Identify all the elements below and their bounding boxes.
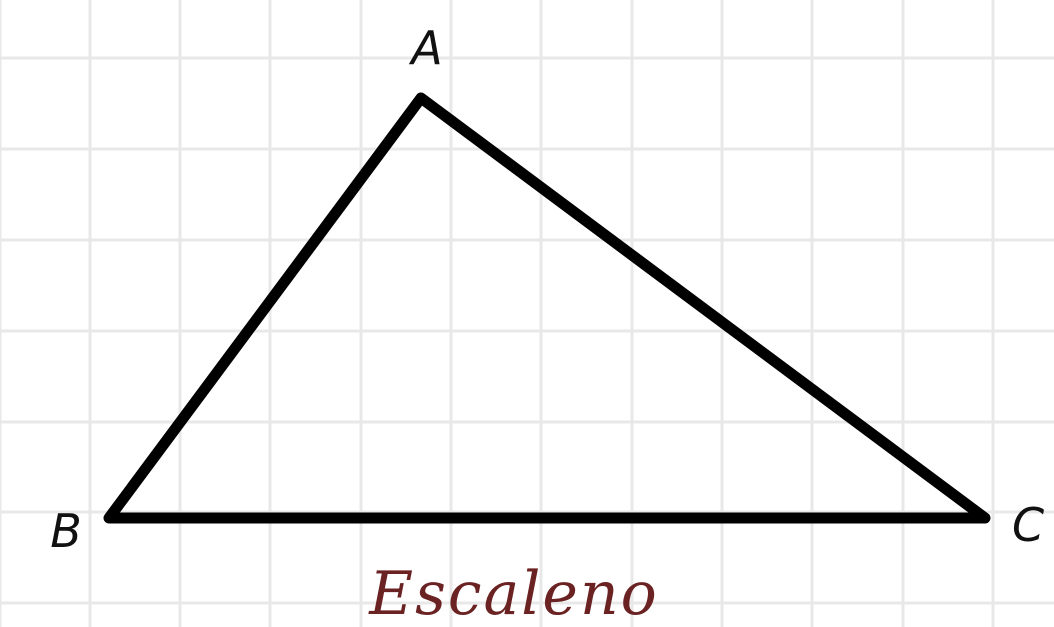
triangle-type-caption: Escaleno <box>368 559 658 627</box>
vertex-label-a: A <box>408 21 442 75</box>
vertex-label-c: C <box>1012 498 1044 552</box>
scalene-triangle <box>103 92 991 524</box>
vertex-label-b: B <box>50 504 82 558</box>
